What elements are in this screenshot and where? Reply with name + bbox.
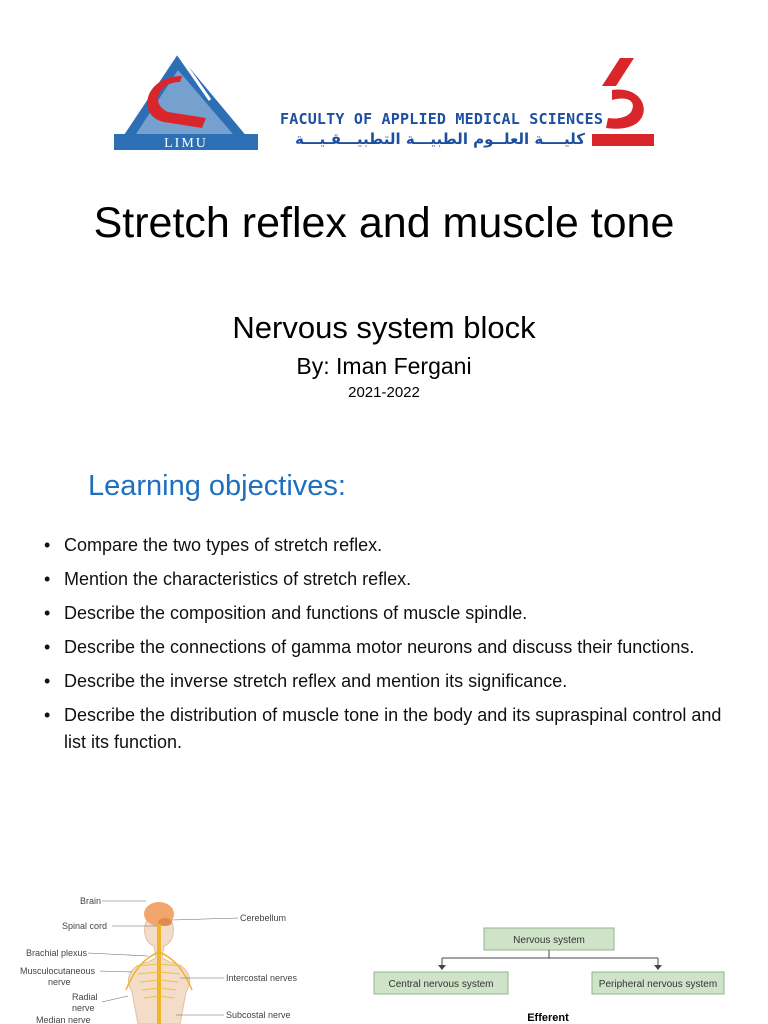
bullet-icon: • bbox=[44, 637, 51, 657]
box-peripheral bbox=[591, 971, 725, 995]
faculty-name-arabic: كليــــة العلــوم الطبيـــة التطبيـــقـي… bbox=[294, 130, 585, 148]
bullet-icon: • bbox=[44, 535, 51, 555]
academic-year: 2021-2022 bbox=[348, 384, 420, 401]
slide-subtitle: Nervous system block bbox=[232, 310, 536, 345]
objectives-slide: Learning objectives: •Compare the two ty… bbox=[0, 442, 768, 1024]
arrow-down-icon bbox=[654, 965, 662, 970]
label-musculocutaneous: Musculocutaneous bbox=[20, 966, 96, 976]
arrow-down-icon bbox=[438, 965, 446, 970]
slide-title: Stretch reflex and muscle tone bbox=[93, 199, 675, 247]
label-brachial-plexus: Brachial plexus bbox=[26, 948, 88, 958]
label-musculocutaneous-2: nerve bbox=[48, 977, 71, 987]
label-median: Median nerve bbox=[36, 1015, 91, 1024]
list-item: •Describe the inverse stretch reflex and… bbox=[44, 668, 734, 695]
objectives-list: •Compare the two types of stretch reflex… bbox=[44, 532, 734, 763]
bullet-icon: • bbox=[44, 569, 51, 589]
faculty-logo bbox=[592, 58, 654, 146]
title-slide: LIMU FACULTY OF APPLIED MEDICAL SCIENCES… bbox=[0, 0, 768, 432]
faculty-name-english: FACULTY OF APPLIED MEDICAL SCIENCES bbox=[280, 110, 604, 128]
list-item: •Compare the two types of stretch reflex… bbox=[44, 532, 734, 559]
limu-logo-text: LIMU bbox=[164, 136, 208, 151]
list-item: •Describe the composition and functions … bbox=[44, 600, 734, 627]
bullet-icon: • bbox=[44, 705, 51, 725]
label-spinal-cord: Spinal cord bbox=[62, 921, 107, 931]
label-cerebellum: Cerebellum bbox=[240, 913, 286, 923]
learning-objectives-heading: Learning objectives: bbox=[88, 470, 346, 502]
node-nervous-system: Nervous system bbox=[513, 935, 585, 946]
label-radial-2: nerve bbox=[72, 1003, 95, 1013]
nervous-system-anatomy-figure: Brain Spinal cord Brachial plexus Muscul… bbox=[20, 896, 298, 1024]
list-item: •Describe the distribution of muscle ton… bbox=[44, 702, 734, 756]
node-efferent: Efferent bbox=[527, 1012, 569, 1024]
list-item: •Describe the connections of gamma motor… bbox=[44, 634, 734, 661]
label-intercostal-nerves: Intercostal nerves bbox=[226, 973, 298, 983]
bullet-icon: • bbox=[44, 603, 51, 623]
limu-logo: LIMU bbox=[114, 53, 258, 151]
label-subcostal-nerve: Subcostal nerve bbox=[226, 1010, 291, 1020]
list-item: •Mention the characteristics of stretch … bbox=[44, 566, 734, 593]
bullet-icon: • bbox=[44, 671, 51, 691]
nervous-system-diagram: Nervous system Central nervous system Pe… bbox=[373, 927, 725, 1024]
node-central-nervous-system: Central nervous system bbox=[388, 979, 493, 990]
label-brain: Brain bbox=[80, 896, 101, 906]
box-central bbox=[373, 971, 509, 995]
label-radial: Radial bbox=[72, 992, 98, 1002]
author-line: By: Iman Fergani bbox=[296, 353, 472, 379]
node-peripheral-nervous-system: Peripheral nervous system bbox=[599, 979, 717, 990]
